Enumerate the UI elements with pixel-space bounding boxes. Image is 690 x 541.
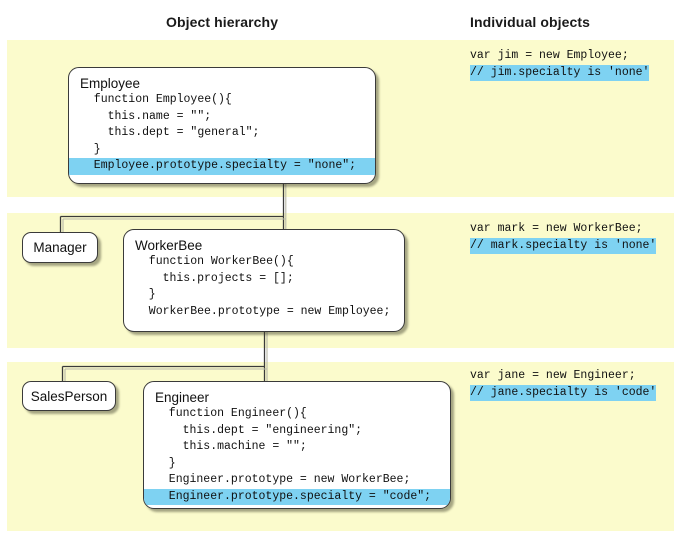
node-engineer-body: Engineer function Engineer(){ this.dept … xyxy=(144,382,450,505)
code-line-3: } xyxy=(80,142,101,156)
snippet-line-1: // jim.specialty is 'none' xyxy=(470,64,650,81)
node-employee-code: function Employee(){ this.name = ""; thi… xyxy=(69,92,375,175)
snippet-jane: var jane = new Engineer; // jane.specialt… xyxy=(470,368,657,401)
node-engineer-code: function Engineer(){ this.dept = "engine… xyxy=(144,406,450,505)
node-workerbee-body: WorkerBee function WorkerBee(){ this.pro… xyxy=(124,230,404,320)
column-heading-individual-objects: Individual objects xyxy=(470,14,591,30)
code-line-1: this.projects = []; xyxy=(135,271,294,285)
snippet-line-0: var mark = new WorkerBee; xyxy=(470,222,643,235)
snippet-line-1: // jane.specialty is 'code' xyxy=(470,384,657,401)
code-line-5: Engineer.prototype.specialty = "code"; xyxy=(144,488,450,505)
code-line-2: } xyxy=(135,288,156,301)
node-employee-body: Employee function Employee(){ this.name … xyxy=(69,68,375,175)
code-line-3: } xyxy=(155,456,176,470)
code-line-2: this.machine = ""; xyxy=(155,440,307,453)
node-workerbee-code: function WorkerBee(){ this.projects = []… xyxy=(135,254,404,320)
node-engineer[interactable]: Engineer function Engineer(){ this.dept … xyxy=(143,381,451,509)
node-workerbee[interactable]: WorkerBee function WorkerBee(){ this.pro… xyxy=(123,229,405,332)
code-line-3: WorkerBee.prototype = new Employee; xyxy=(135,304,391,318)
node-salesperson-title: SalesPerson xyxy=(30,388,108,404)
snippet-line-1: // mark.specialty is 'none' xyxy=(470,237,657,254)
code-line-1: this.dept = "engineering"; xyxy=(155,423,363,437)
code-line-0: function Employee(){ xyxy=(80,93,232,106)
snippet-mark: var mark = new WorkerBee; // mark.special… xyxy=(470,221,657,254)
node-manager[interactable]: Manager xyxy=(22,232,98,263)
code-line-4: Employee.prototype.specialty = "none"; xyxy=(69,158,375,175)
column-heading-object-hierarchy: Object hierarchy xyxy=(166,14,279,30)
code-line-0: function WorkerBee(){ xyxy=(135,255,294,268)
code-line-0: function Engineer(){ xyxy=(155,407,307,420)
node-workerbee-title: WorkerBee xyxy=(135,238,203,253)
snippet-line-0: var jane = new Engineer; xyxy=(470,369,636,382)
snippet-line-0: var jim = new Employee; xyxy=(470,49,629,62)
code-line-4: Engineer.prototype = new WorkerBee; xyxy=(155,473,411,486)
node-manager-title: Manager xyxy=(33,240,87,255)
node-salesperson[interactable]: SalesPerson xyxy=(22,381,116,411)
code-line-2: this.dept = "general"; xyxy=(80,126,260,139)
code-line-1: this.name = ""; xyxy=(80,109,212,123)
node-employee[interactable]: Employee function Employee(){ this.name … xyxy=(68,67,376,184)
node-employee-title: Employee xyxy=(80,76,141,91)
snippet-jim: var jim = new Employee; // jim.specialty … xyxy=(470,48,650,81)
node-engineer-title: Engineer xyxy=(155,390,210,405)
